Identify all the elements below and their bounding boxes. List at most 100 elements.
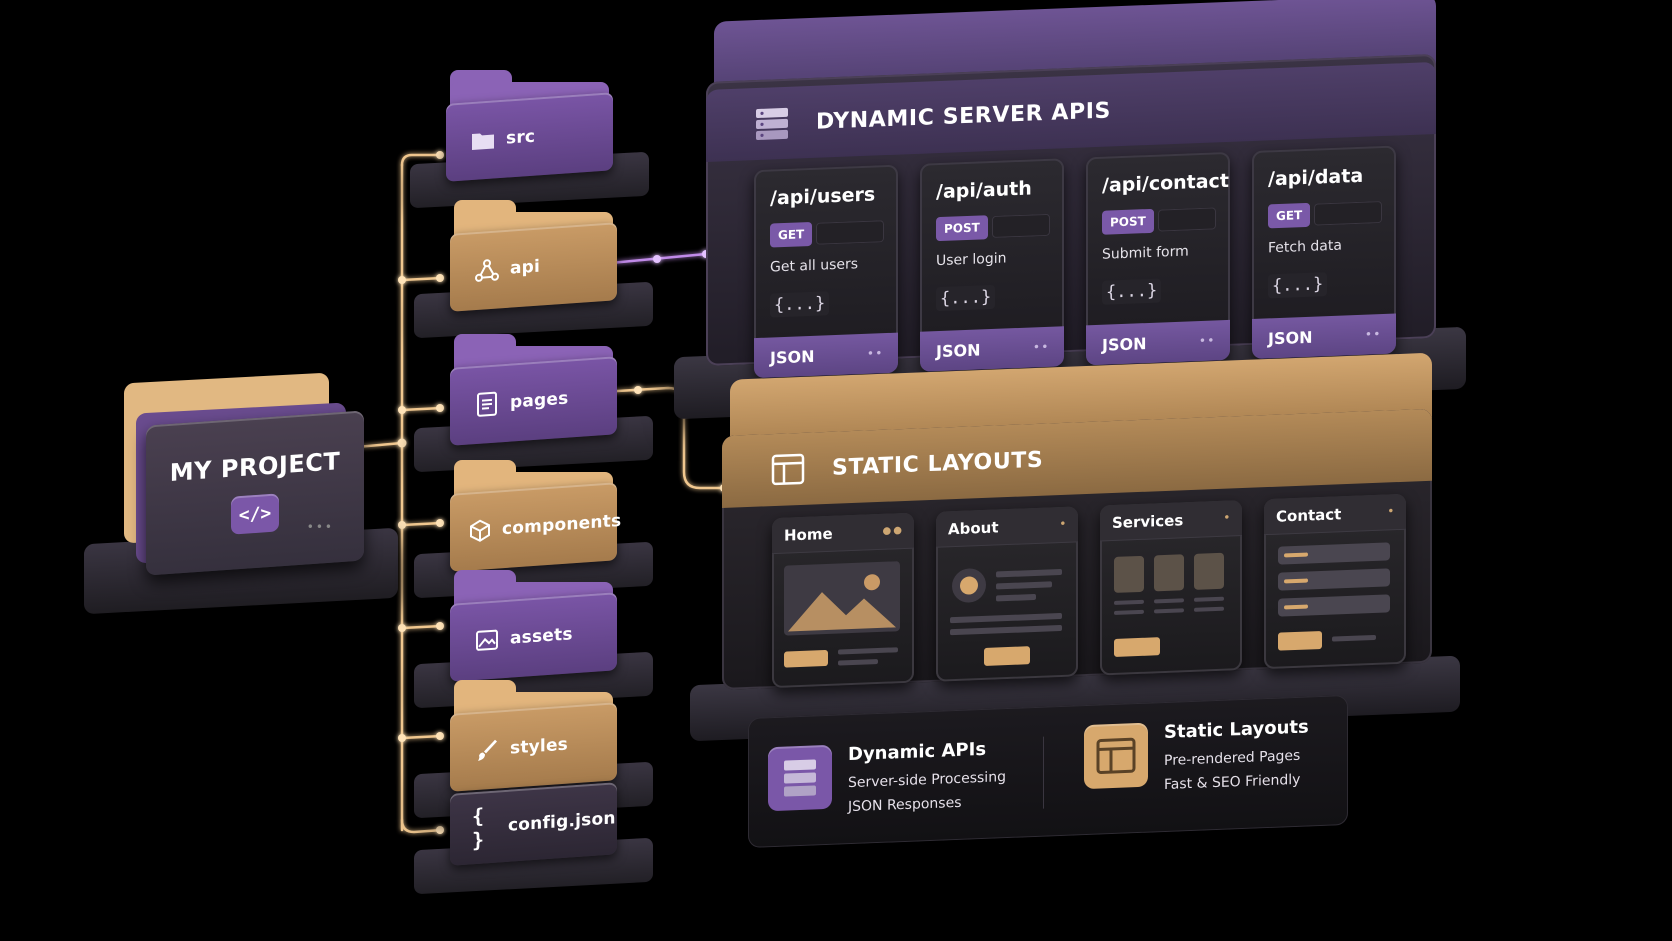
static-layouts-panel: STATIC LAYOUTS Home ●● About • Services • bbox=[690, 352, 1460, 742]
text-line bbox=[996, 568, 1062, 578]
dots-icon: • bbox=[1059, 518, 1068, 531]
code-icon: </> bbox=[231, 493, 279, 535]
service-tile bbox=[1154, 554, 1184, 592]
service-tile bbox=[1114, 555, 1144, 593]
text-line bbox=[838, 659, 878, 666]
layout-card-contact[interactable]: Contact• bbox=[1264, 493, 1406, 670]
layout-icon bbox=[770, 451, 806, 488]
layout-card-header: Contact• bbox=[1264, 493, 1406, 536]
json-braces-icon: {...} bbox=[1268, 272, 1328, 299]
project-dots-icon: ••• bbox=[306, 520, 334, 534]
panel-header: STATIC LAYOUTS bbox=[722, 408, 1432, 508]
panel-title: DYNAMIC SERVER APIS bbox=[816, 97, 1111, 135]
layout-name: Services bbox=[1112, 510, 1184, 532]
folder-front: assets bbox=[450, 592, 617, 682]
cta-block bbox=[784, 649, 828, 668]
api-description: Submit form bbox=[1102, 243, 1189, 263]
avatar-placeholder bbox=[952, 567, 986, 604]
junction-node bbox=[397, 438, 407, 448]
legend: Dynamic APIs Server-side Processing JSON… bbox=[748, 694, 1348, 848]
folder-assets[interactable]: assets bbox=[414, 570, 653, 709]
layout-card-home[interactable]: Home ●● bbox=[772, 512, 914, 689]
panel-title: STATIC LAYOUTS bbox=[832, 447, 1044, 481]
api-card-contact[interactable]: /api/contact POST Submit form {...} JSON… bbox=[1086, 151, 1230, 366]
text-line bbox=[1114, 609, 1144, 615]
text-line bbox=[996, 581, 1052, 590]
folder-front: src bbox=[446, 92, 613, 182]
service-tile bbox=[1194, 552, 1224, 590]
method-row: POST bbox=[936, 213, 1050, 242]
folder-front: { } config.json bbox=[450, 782, 617, 866]
method-input-bar bbox=[816, 220, 884, 245]
layout-name: About bbox=[948, 517, 999, 538]
api-description: Fetch data bbox=[1268, 237, 1342, 257]
panel-header: DYNAMIC SERVER APIS bbox=[706, 61, 1436, 162]
folder-components[interactable]: components bbox=[414, 460, 653, 599]
text-line bbox=[950, 612, 1062, 624]
folder-config-json[interactable]: { } config.json bbox=[414, 770, 653, 895]
api-description: Get all users bbox=[770, 256, 859, 276]
layout-card-header: Home ●● bbox=[772, 512, 914, 555]
format-label: JSON bbox=[770, 346, 815, 368]
dots-icon: ●● bbox=[882, 525, 904, 537]
method-row: POST bbox=[1102, 206, 1216, 235]
folder-label: config.json bbox=[508, 808, 616, 836]
layout-icon bbox=[1084, 722, 1148, 790]
dots-icon: •• bbox=[1033, 341, 1050, 353]
junction-node bbox=[398, 276, 406, 284]
submit-block bbox=[1278, 630, 1322, 651]
json-footer: JSON•• bbox=[1252, 313, 1396, 360]
field-label-line bbox=[1284, 578, 1308, 584]
layout-card-header: Services • bbox=[1100, 500, 1242, 542]
cta-block bbox=[984, 646, 1030, 666]
field-label-line bbox=[1284, 604, 1308, 610]
method-badge: POST bbox=[1102, 208, 1154, 235]
project-folder[interactable]: MY PROJECT </> ••• bbox=[84, 372, 398, 615]
dots-icon: • bbox=[1223, 512, 1232, 524]
folder-label: styles bbox=[510, 734, 569, 759]
legend-static-text: Static Layouts Pre-rendered Pages Fast &… bbox=[1164, 716, 1309, 797]
folder-front: styles bbox=[450, 702, 617, 792]
api-card-users[interactable]: /api/users GET Get all users {...} JSON•… bbox=[754, 164, 898, 379]
json-footer: JSON•• bbox=[1086, 319, 1230, 366]
folder-label: pages bbox=[510, 388, 569, 413]
json-footer: JSON•• bbox=[920, 326, 1064, 372]
legend-line: JSON Responses bbox=[848, 794, 962, 816]
layout-card-header: About • bbox=[936, 506, 1078, 548]
form-field bbox=[1278, 568, 1390, 591]
server-icon bbox=[768, 744, 832, 812]
api-card-data[interactable]: /api/data GET Fetch data {...} JSON•• bbox=[1252, 145, 1396, 360]
method-input-bar bbox=[1314, 201, 1382, 226]
json-footer: JSON •• bbox=[754, 332, 898, 379]
api-card-auth[interactable]: /api/auth POST User login {...} JSON•• bbox=[920, 158, 1064, 372]
text-line bbox=[838, 647, 898, 655]
layout-name: Home bbox=[784, 524, 833, 545]
dots-icon: •• bbox=[867, 347, 884, 360]
method-row: GET bbox=[770, 219, 884, 248]
folder-styles[interactable]: styles bbox=[414, 680, 653, 819]
folder-label: api bbox=[510, 256, 541, 279]
avatar-dot bbox=[960, 576, 978, 595]
folder-src[interactable]: src bbox=[410, 70, 649, 209]
junction-node bbox=[634, 386, 642, 394]
layout-card-about[interactable]: About • bbox=[936, 506, 1078, 682]
json-braces-icon: {...} bbox=[936, 284, 996, 312]
folder-front: pages bbox=[450, 356, 617, 446]
api-card-list: /api/users GET Get all users {...} JSON •… bbox=[754, 145, 1396, 379]
folder-icon bbox=[470, 126, 496, 154]
folder-label: src bbox=[506, 126, 536, 149]
folder-api[interactable]: api bbox=[414, 200, 653, 339]
layout-card-services[interactable]: Services • bbox=[1100, 500, 1242, 676]
api-path: /api/users bbox=[770, 183, 876, 210]
layout-name: Contact bbox=[1276, 504, 1342, 526]
form-field bbox=[1278, 542, 1390, 565]
method-badge: GET bbox=[1268, 202, 1311, 229]
image-icon bbox=[474, 626, 500, 654]
dots-icon: •• bbox=[1199, 334, 1216, 347]
json-braces-icon: {...} bbox=[1102, 278, 1162, 305]
legend-line: Fast & SEO Friendly bbox=[1164, 771, 1301, 794]
folder-pages[interactable]: pages bbox=[414, 334, 653, 473]
junction-node bbox=[398, 406, 406, 414]
form-field bbox=[1278, 594, 1390, 617]
text-line bbox=[950, 624, 1062, 636]
